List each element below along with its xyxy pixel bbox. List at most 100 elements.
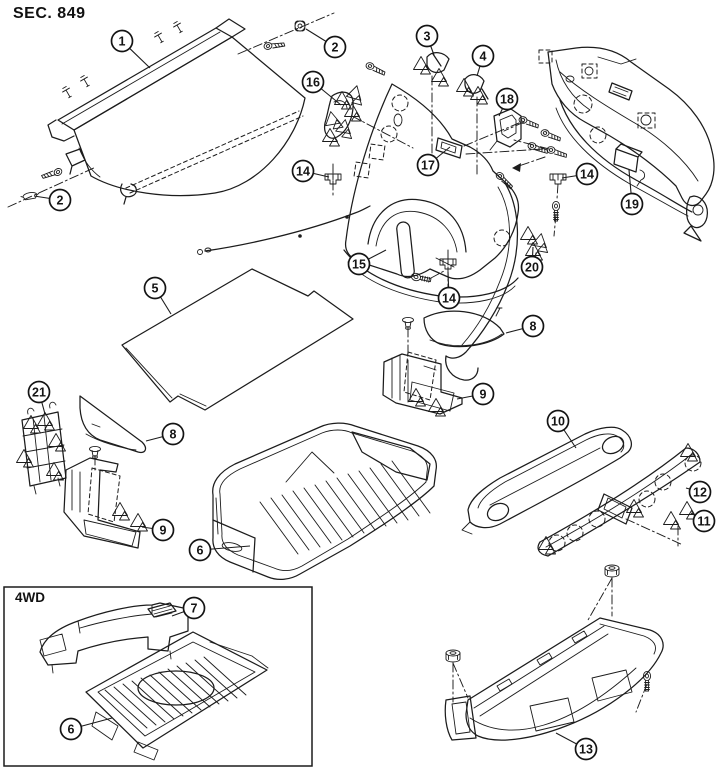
callout-16: 16 bbox=[301, 70, 342, 106]
part-6-luggage-tray-drawing bbox=[212, 422, 437, 581]
callout-17: 17 bbox=[416, 146, 451, 177]
callout-9: 9 bbox=[456, 382, 495, 406]
svg-text:6: 6 bbox=[197, 544, 204, 558]
callout-19: 19 bbox=[620, 169, 644, 216]
part-17-pointer-lines bbox=[463, 122, 544, 155]
screw-icon bbox=[41, 165, 64, 184]
svg-text:1: 1 bbox=[119, 35, 126, 49]
svg-text:13: 13 bbox=[579, 743, 593, 757]
screw-icon bbox=[364, 61, 387, 76]
inset-box-label: 4WD bbox=[15, 590, 45, 605]
svg-text:2: 2 bbox=[332, 41, 339, 55]
svg-text:14: 14 bbox=[296, 165, 310, 179]
callout-18: 18 bbox=[495, 87, 519, 117]
clip-triangle-symbol bbox=[16, 449, 34, 468]
inset-box-4wd bbox=[3, 586, 313, 767]
callout-2: 2 bbox=[305, 28, 347, 59]
part-3-clip-drawing bbox=[426, 52, 450, 158]
pushpin-icon bbox=[402, 316, 414, 330]
part-15-side-trim-panel-drawing bbox=[343, 83, 520, 381]
svg-text:7: 7 bbox=[191, 602, 198, 616]
nut-icon bbox=[445, 649, 461, 663]
clip-triangle-symbol bbox=[680, 443, 698, 462]
callout-21: 21 bbox=[27, 380, 51, 415]
svg-text:3: 3 bbox=[424, 30, 431, 44]
part-4-clip-drawing bbox=[464, 74, 489, 175]
svg-text:8: 8 bbox=[530, 320, 537, 334]
screw-icon bbox=[493, 170, 516, 190]
callout-5: 5 bbox=[143, 276, 172, 315]
svg-text:10: 10 bbox=[551, 415, 565, 429]
callout-1: 1 bbox=[110, 29, 151, 69]
part-9-left-bracket-drawing bbox=[63, 455, 141, 549]
svg-text:9: 9 bbox=[480, 388, 487, 402]
svg-text:20: 20 bbox=[525, 261, 539, 275]
svg-text:16: 16 bbox=[306, 76, 320, 90]
callout-11: 11 bbox=[690, 509, 716, 533]
section-label: SEC. 849 bbox=[13, 5, 86, 22]
pin-icon bbox=[171, 20, 185, 35]
nut-icon bbox=[604, 564, 620, 578]
part-9-right-bracket-drawing bbox=[382, 327, 463, 415]
part-1-cargo-cover-drawing bbox=[47, 18, 306, 205]
callout-14: 14 bbox=[291, 159, 330, 183]
callout-8: 8 bbox=[505, 314, 545, 338]
clip2-icon bbox=[20, 190, 40, 201]
cord-drawing bbox=[197, 205, 371, 255]
part-8-left-cover-drawing bbox=[79, 395, 147, 454]
part-19-pillar-finisher-drawing bbox=[538, 46, 715, 242]
bolt-icon bbox=[642, 670, 652, 692]
screw-icon bbox=[539, 128, 562, 142]
callout-6: 6 bbox=[188, 538, 251, 562]
part-16-clip-strip-drawing bbox=[323, 91, 414, 149]
clip-triangle-symbol bbox=[37, 412, 55, 431]
part-12-kicking-plate-drawing bbox=[537, 447, 702, 557]
svg-text:12: 12 bbox=[693, 486, 707, 500]
clip-triangle-symbol bbox=[530, 231, 552, 253]
part-5-floor-carpet-drawing bbox=[121, 268, 354, 411]
pin-icon bbox=[60, 85, 74, 100]
svg-text:2: 2 bbox=[57, 194, 64, 208]
part-8-right-cover-drawing bbox=[423, 307, 505, 348]
callout-20: 20 bbox=[520, 246, 544, 279]
fastener-symbols-layer bbox=[16, 20, 698, 692]
part-13-lower-finisher-drawing bbox=[444, 577, 664, 741]
svg-text:19: 19 bbox=[625, 198, 639, 212]
pin-icon bbox=[78, 74, 92, 89]
svg-text:9: 9 bbox=[160, 524, 167, 538]
callout-3: 3 bbox=[415, 24, 439, 56]
callout-15: 15 bbox=[347, 249, 387, 276]
part-6-4wd-tray-drawing bbox=[85, 631, 269, 761]
svg-text:15: 15 bbox=[352, 258, 366, 272]
clip-triangle-symbol bbox=[538, 536, 556, 555]
callout-9: 9 bbox=[141, 518, 175, 542]
pin-icon bbox=[152, 30, 166, 45]
svg-text:14: 14 bbox=[580, 168, 594, 182]
svg-text:21: 21 bbox=[32, 386, 46, 400]
svg-text:18: 18 bbox=[500, 93, 514, 107]
callout-6: 6 bbox=[59, 717, 113, 741]
callout-14: 14 bbox=[437, 271, 461, 310]
clip-triangle-symbol bbox=[413, 56, 431, 75]
svg-text:4: 4 bbox=[480, 50, 487, 64]
clip-triangle-symbol bbox=[470, 86, 488, 105]
clip-triangle-symbol bbox=[431, 68, 449, 87]
part-7-bracket-drawing bbox=[39, 602, 189, 674]
clip-triangle-symbol bbox=[130, 513, 148, 532]
svg-text:6: 6 bbox=[68, 723, 75, 737]
callout-7: 7 bbox=[171, 596, 206, 620]
callout-8: 8 bbox=[145, 422, 185, 446]
callout-4: 4 bbox=[471, 44, 495, 77]
svg-text:11: 11 bbox=[697, 515, 710, 529]
callout-2: 2 bbox=[33, 188, 72, 212]
svg-text:8: 8 bbox=[170, 428, 177, 442]
callout-14: 14 bbox=[561, 162, 599, 186]
callout-12: 12 bbox=[685, 480, 712, 504]
clip14-icon bbox=[549, 173, 567, 185]
screw-icon bbox=[262, 37, 286, 53]
svg-text:17: 17 bbox=[421, 159, 435, 173]
part-2-fastener-lines bbox=[7, 12, 335, 208]
